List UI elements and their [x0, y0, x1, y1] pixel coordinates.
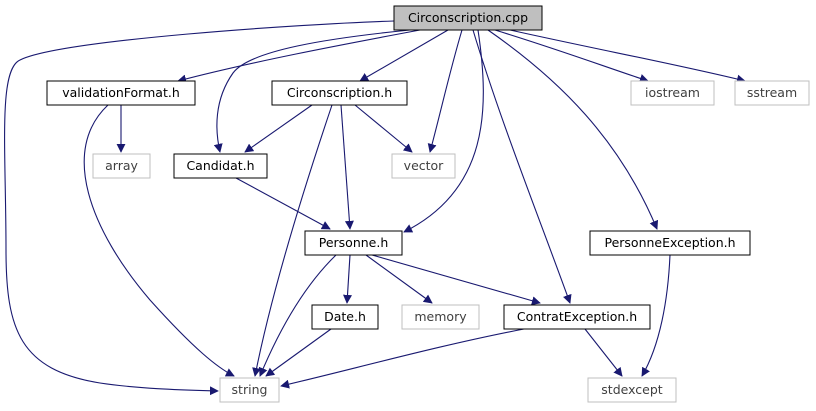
node-candidat-h[interactable]: Candidat.h — [173, 153, 268, 179]
node-label: vector — [404, 158, 445, 173]
edge-personne-h-to-contratexception-h — [371, 254, 541, 306]
node-personne-h[interactable]: Personne.h — [304, 230, 403, 256]
node-label: array — [105, 158, 138, 173]
edge-personneexception-h-to-stdexcept — [641, 254, 671, 377]
edge-personne-h-to-date-h — [343, 254, 352, 304]
node-label: Date.h — [324, 309, 366, 324]
node-label: stdexcept — [601, 382, 662, 397]
node-label: Personne.h — [319, 235, 389, 250]
node-memory[interactable]: memory — [401, 304, 480, 330]
node-validationformat-h[interactable]: validationFormat.h — [46, 80, 196, 106]
node-vector[interactable]: vector — [391, 153, 456, 179]
edge-circonscription-h-to-string — [252, 104, 333, 377]
node-label: PersonneException.h — [604, 235, 735, 250]
node-stdexcept[interactable]: stdexcept — [587, 377, 677, 403]
node-label: sstream — [747, 85, 797, 100]
edge-circonscription-cpp-to-personneexception-h — [487, 29, 659, 230]
node-array[interactable]: array — [92, 153, 151, 179]
edge-circonscription-h-to-personne-h — [340, 104, 354, 230]
edge-personne-h-to-string — [258, 254, 337, 377]
node-label: string — [232, 382, 268, 397]
node-date-h[interactable]: Date.h — [311, 304, 379, 330]
edge-contratexception-h-to-string — [280, 328, 525, 389]
edge-circonscription-cpp-to-iostream — [494, 29, 649, 83]
node-personneexception-h[interactable]: PersonneException.h — [589, 230, 751, 256]
node-label: Circonscription.h — [287, 85, 392, 100]
node-sstream[interactable]: sstream — [734, 80, 810, 106]
edge-circonscription-cpp-to-vector — [427, 29, 463, 153]
edge-candidat-h-to-personne-h — [235, 177, 331, 230]
edge-circonscription-cpp-to-circonscription-h — [359, 29, 449, 82]
node-label: Circonscription.cpp — [408, 10, 528, 25]
node-iostream[interactable]: iostream — [630, 80, 715, 106]
node-label: validationFormat.h — [62, 85, 180, 100]
edge-personne-h-to-memory — [365, 254, 433, 304]
edges-layer — [4, 20, 746, 396]
edge-circonscription-h-to-vector — [354, 104, 413, 153]
edge-contratexception-h-to-stdexcept — [584, 328, 623, 377]
edge-circonscription-cpp-to-validationformat-h — [177, 29, 421, 84]
edge-circonscription-cpp-to-string — [4, 20, 395, 396]
node-label: iostream — [645, 85, 700, 100]
node-label: memory — [414, 309, 467, 324]
nodes-layer: Circonscription.cpp validationFormat.h C… — [46, 5, 810, 403]
edge-date-h-to-string — [265, 328, 332, 377]
node-label: ContratException.h — [517, 309, 637, 324]
node-contratexception-h[interactable]: ContratException.h — [503, 304, 651, 330]
edge-circonscription-cpp-to-sstream — [509, 29, 746, 84]
edge-circonscription-cpp-to-contratexception-h — [472, 29, 572, 304]
edge-circonscription-h-to-candidat-h — [244, 104, 313, 153]
node-label: Candidat.h — [186, 158, 254, 173]
edge-validationformat-h-to-string — [83, 104, 235, 377]
edge-circonscription-cpp-to-personne-h — [403, 29, 484, 233]
edge-circonscription-cpp-to-candidat-h — [213, 29, 411, 153]
node-circonscription-h[interactable]: Circonscription.h — [271, 80, 408, 106]
node-circonscription-cpp[interactable]: Circonscription.cpp — [393, 5, 543, 31]
node-string[interactable]: string — [219, 377, 280, 403]
